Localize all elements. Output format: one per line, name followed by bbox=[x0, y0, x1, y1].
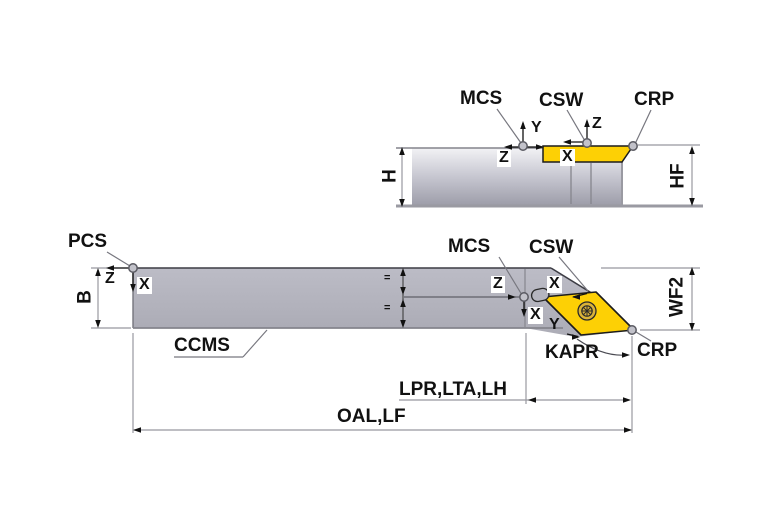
insert-clamp-screw-icon bbox=[577, 301, 597, 321]
label-x-axis-mcs-top: X bbox=[528, 306, 543, 324]
x-axis-arrow-icon bbox=[536, 144, 544, 150]
side-view-mcs-axes bbox=[504, 121, 544, 150]
z-axis-arrow-icon bbox=[504, 144, 512, 150]
mcs-leader bbox=[498, 256, 523, 296]
label-csw-side: CSW bbox=[539, 90, 584, 111]
label-z-axis-side-csw: Z bbox=[592, 115, 602, 132]
top-view-pcs-axes bbox=[106, 265, 136, 292]
label-csw-top: CSW bbox=[529, 237, 574, 258]
mcs-point bbox=[518, 141, 528, 151]
side-view-leader-lines bbox=[496, 108, 652, 145]
label-y-axis-side: Y bbox=[531, 119, 542, 136]
dim-kapr-arc bbox=[576, 338, 630, 358]
z-axis-arrow-icon bbox=[584, 119, 590, 127]
label-dim-hf: HF bbox=[667, 163, 689, 189]
equal-mark-upper: = bbox=[384, 272, 391, 284]
pcs-point bbox=[128, 263, 138, 273]
crp-point bbox=[628, 141, 638, 151]
label-x-axis-csw-top: X bbox=[547, 275, 562, 293]
csw-point bbox=[582, 138, 592, 148]
dim-h bbox=[399, 147, 405, 207]
dim-equal-halves bbox=[400, 268, 406, 328]
crp-point bbox=[627, 325, 637, 335]
dim-lpr bbox=[399, 397, 631, 403]
x-axis-arrow-icon bbox=[130, 284, 136, 292]
label-mcs-top: MCS bbox=[448, 236, 491, 257]
label-dim-lpr: LPR,LTA,LH bbox=[399, 379, 507, 400]
x-axis-arrow-icon bbox=[563, 139, 571, 145]
x-axis-arrow-icon bbox=[572, 294, 580, 300]
label-dim-oal: OAL,LF bbox=[337, 406, 406, 427]
csw-leader bbox=[558, 256, 589, 292]
label-dim-wf2: WF2 bbox=[666, 276, 688, 318]
dim-oal bbox=[133, 427, 632, 433]
dim-hf bbox=[638, 144, 700, 206]
equal-mark-lower: = bbox=[384, 302, 391, 314]
top-view-reference-points bbox=[128, 263, 637, 335]
z-axis-arrow-icon bbox=[508, 294, 516, 300]
csw-leader bbox=[566, 109, 586, 142]
crp-leader bbox=[634, 109, 652, 145]
label-x-axis-side: X bbox=[560, 148, 575, 166]
side-view-csw-axes bbox=[563, 119, 590, 145]
side-view-reference-points bbox=[518, 138, 638, 151]
top-view-csw-axes bbox=[566, 292, 588, 340]
pocket-outline bbox=[530, 287, 550, 303]
y-axis-arrow-icon bbox=[520, 121, 526, 129]
top-view-mcs-axes bbox=[508, 294, 527, 317]
mcs-point bbox=[519, 292, 529, 302]
label-dim-b: B bbox=[74, 290, 96, 304]
z-axis-arrow-icon bbox=[106, 265, 114, 271]
crp-leader bbox=[635, 331, 652, 342]
dim-wf2 bbox=[601, 267, 700, 331]
x-axis-arrow-icon bbox=[521, 309, 527, 317]
label-crp-top: CRP bbox=[637, 340, 678, 361]
label-mcs-side: MCS bbox=[460, 88, 503, 109]
label-x-axis-pcs: X bbox=[137, 276, 152, 294]
label-z-axis-side-mcs: Z bbox=[497, 149, 511, 167]
top-view-leader-lines bbox=[106, 251, 652, 358]
label-crp-side: CRP bbox=[634, 89, 675, 110]
label-pcs: PCS bbox=[68, 231, 108, 252]
label-z-axis-mcs-top: Z bbox=[491, 275, 505, 293]
label-ccms: CCMS bbox=[174, 335, 230, 356]
label-dim-h: H bbox=[379, 169, 401, 183]
label-z-axis-pcs: Z bbox=[105, 270, 115, 287]
ccms-leader bbox=[242, 329, 268, 358]
kapr-arrow-icon bbox=[622, 352, 630, 358]
extension-lines bbox=[132, 333, 633, 433]
label-kapr: KAPR bbox=[545, 342, 599, 363]
mcs-leader bbox=[496, 108, 522, 144]
pcs-leader bbox=[106, 251, 131, 267]
label-y-axis-csw-top: Y bbox=[549, 316, 560, 333]
side-view-insert bbox=[542, 145, 635, 163]
y-axis-arrow-icon bbox=[572, 334, 580, 340]
